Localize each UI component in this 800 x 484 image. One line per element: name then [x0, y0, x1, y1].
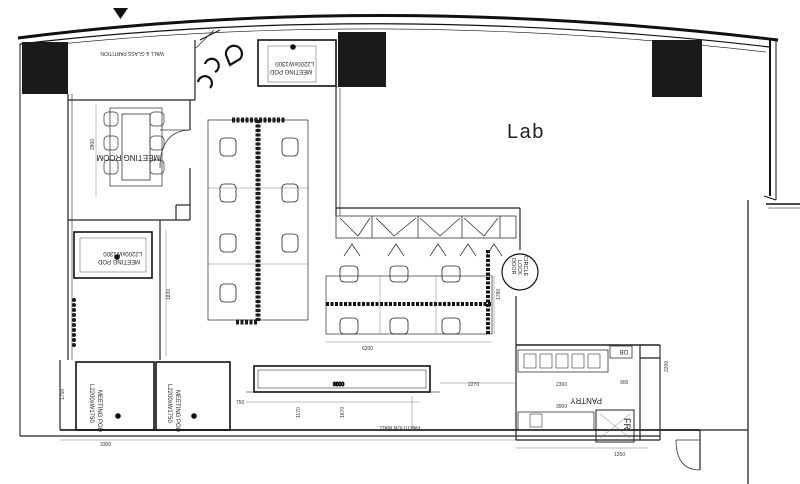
dim-6800: 6800	[333, 382, 344, 388]
circle-lock-door-line1: CIRCLE	[522, 256, 528, 277]
meeting-pod-bottom-a: MEETING POD L2200xW1750	[75, 361, 155, 433]
meeting-pod-bottom-b-name: MEETING POD	[174, 390, 180, 433]
dimension-labels: 3300 6200 2270 2300 3900 1250 750 900 11…	[60, 289, 670, 458]
dim-label: 750	[236, 400, 245, 406]
outer-wall	[17, 14, 800, 484]
lounge-chairs	[196, 44, 243, 89]
dim-label: 900	[620, 380, 629, 386]
dim-label: 1830	[166, 289, 172, 300]
lab-bench	[335, 215, 517, 257]
meeting-pod-bottom-b: MEETING POD L2200xW1750	[155, 361, 231, 433]
pantry-label: PANTRY	[570, 396, 602, 405]
column	[652, 40, 702, 97]
meeting-pod-bottom-a-name: MEETING POD	[96, 390, 102, 433]
dim-label: 1750	[60, 389, 66, 400]
meeting-pod-left: MEETING POD L2200xW1300	[73, 231, 153, 279]
dim-label: 2270	[468, 382, 479, 388]
meeting-room: MEETING ROOM 2800	[90, 104, 165, 196]
dim-label: 3900	[556, 404, 567, 410]
db-label: DB	[620, 348, 628, 354]
lab-workstations	[325, 250, 493, 335]
column	[338, 32, 386, 87]
meeting-room-label: MEETING ROOM	[96, 153, 160, 162]
dimension-lines	[60, 230, 661, 449]
partition-note: WALL & GLASS PARTITION	[100, 50, 164, 56]
dim-label: 6200	[362, 346, 373, 352]
partition-bottom-note: PARTITION WALL	[379, 424, 420, 430]
meeting-pod-left-name: MEETING POD	[97, 258, 140, 264]
interior-walls	[20, 29, 748, 470]
planter-left	[72, 298, 76, 347]
meeting-pod-bottom-b-size: L2200xW1750	[166, 384, 172, 423]
dim-label: 1250	[614, 452, 625, 458]
meeting-pod-top-name: MEETING POD	[269, 68, 312, 74]
circle-lock-door-line2: LOCK	[516, 260, 522, 275]
circle-lock-door: CIRCLE LOCK DOOR	[501, 253, 539, 291]
fridge-label: FR	[622, 418, 632, 430]
pantry: DB PANTRY FR	[517, 345, 635, 443]
dim-label: 1780	[496, 289, 502, 300]
meeting-pod-top-size: L2200xW1300	[275, 60, 314, 66]
counter-bar: 6800	[246, 365, 440, 393]
lab-label: Lab	[507, 121, 545, 143]
dim-label: 2800	[90, 139, 96, 150]
meeting-pod-top: MEETING POD L2200xW1300	[257, 39, 337, 87]
dim-label: 2200	[664, 361, 670, 372]
column	[22, 42, 68, 94]
doors	[159, 29, 701, 471]
dim-label: 1670	[340, 407, 346, 418]
planter-central	[232, 117, 286, 325]
dim-label: 2300	[556, 382, 567, 388]
workstation-block	[207, 117, 309, 325]
meeting-pod-left-size: L2200xW1300	[103, 250, 142, 256]
entrance-marker-icon	[113, 8, 128, 19]
circle-lock-door-line3: DOOR	[510, 258, 516, 275]
dim-label: 3300	[100, 442, 111, 448]
meeting-pod-bottom-a-size: L2200xW1750	[88, 384, 94, 423]
dim-label: 1170	[296, 407, 302, 418]
